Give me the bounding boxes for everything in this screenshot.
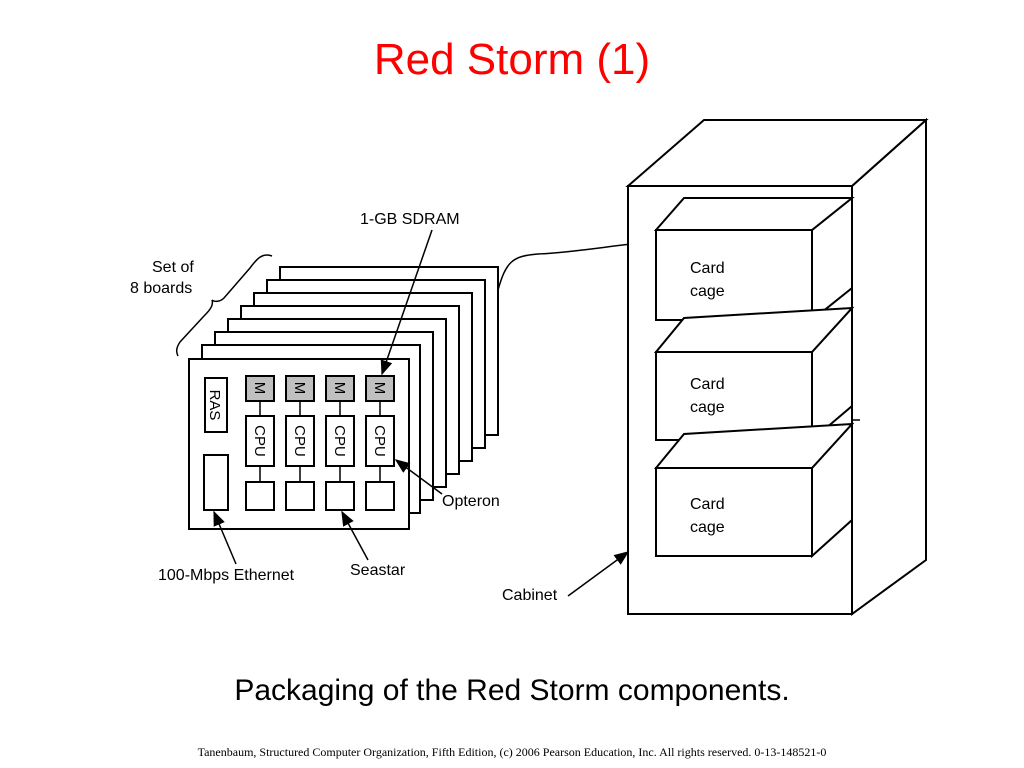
seastar-chip <box>285 481 315 511</box>
boards-brace <box>175 254 273 357</box>
card-cage-label-2: cage <box>690 399 725 416</box>
sdram-arrow <box>380 229 433 376</box>
slide-caption: Packaging of the Red Storm components. <box>234 674 790 707</box>
seastar-chip <box>325 481 355 511</box>
board-to-cage-arrow <box>497 236 656 291</box>
memory-label: M <box>291 382 308 395</box>
cpu-chip <box>365 415 395 467</box>
cpu-label: CPU <box>371 425 388 457</box>
cabinet-label: Cabinet <box>502 587 558 604</box>
card-cage-label: Card <box>690 496 725 513</box>
opteron-arrow <box>394 459 443 495</box>
card-cage-label-2: cage <box>690 519 725 536</box>
ethernet-arrow <box>213 510 237 565</box>
card-cage-bottom <box>653 421 855 559</box>
opteron-label: Opteron <box>442 493 500 510</box>
card-cage-top <box>653 195 855 323</box>
seastar-arrow <box>341 510 369 561</box>
ras-box <box>204 377 228 433</box>
card-cage-middle <box>653 305 855 443</box>
seastar-chip <box>365 481 395 511</box>
memory-label: M <box>371 382 388 395</box>
ethernet-label: 100-Mbps Ethernet <box>158 567 295 584</box>
board-slots: M CPU M CPU M CPU M CPU <box>245 375 395 511</box>
memory-label: M <box>331 382 348 395</box>
ethernet-box <box>203 454 229 511</box>
seastar-label: Seastar <box>350 562 406 579</box>
memory-chip <box>325 375 355 402</box>
cpu-label: CPU <box>291 425 308 457</box>
sdram-label: 1-GB SDRAM <box>360 211 460 228</box>
ras-label: RAS <box>206 390 223 421</box>
cabinet-arrow <box>567 551 630 597</box>
memory-label: M <box>251 382 268 395</box>
copyright-footer: Tanenbaum, Structured Computer Organizat… <box>197 745 827 759</box>
cpu-label: CPU <box>251 425 268 457</box>
cpu-chip <box>325 415 355 467</box>
slide-title: Red Storm (1) <box>373 35 651 84</box>
card-cage-label-2: cage <box>690 283 725 300</box>
set-of-boards-label-2: 8 boards <box>130 280 192 297</box>
card-cage-label: Card <box>690 260 725 277</box>
card-cage-label: Card <box>690 376 725 393</box>
cpu-label: CPU <box>331 425 348 457</box>
cabinet-right-face <box>851 117 927 616</box>
seastar-chip <box>245 481 275 511</box>
memory-chip <box>365 375 395 402</box>
set-of-boards-label: Set of <box>152 259 194 276</box>
